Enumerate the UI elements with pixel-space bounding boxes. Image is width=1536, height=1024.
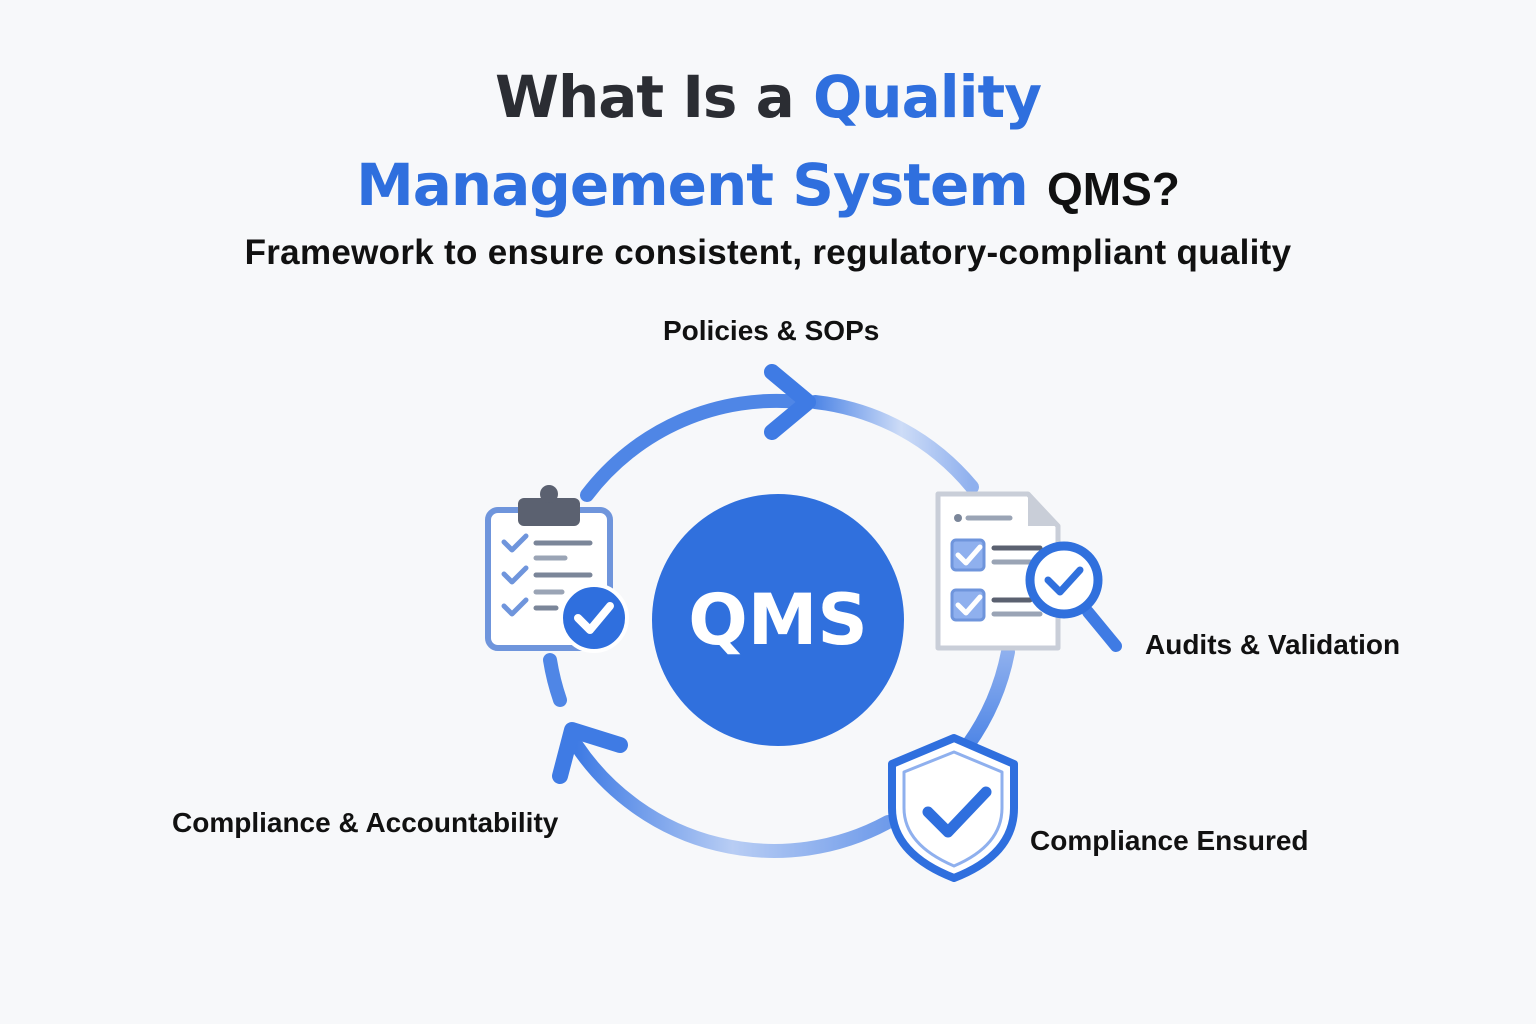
arrowhead-bottom-left <box>552 722 628 784</box>
title-quality: Quality <box>812 63 1042 131</box>
arrowhead-top <box>764 364 816 440</box>
title-management-system: Management System <box>356 151 1029 219</box>
title-line-2: Management System QMS? <box>0 150 1536 224</box>
node-label-audits: Audits & Validation <box>1145 629 1401 660</box>
shield-check-icon <box>888 734 1018 882</box>
ring-segment-right <box>961 645 1015 752</box>
qms-center-label: QMS <box>688 579 868 661</box>
cycle-arrow-icon <box>543 364 1015 858</box>
subtitle: Framework to ensure consistent, regulato… <box>244 233 1292 272</box>
ring-segment-top-left <box>580 393 807 502</box>
node-label-compliance-accountability: Compliance & Accountability <box>172 807 559 838</box>
title-what-is-a: What Is a <box>495 63 795 131</box>
clipboard-checklist-icon <box>485 485 629 653</box>
ring-segment-top-right <box>808 395 979 494</box>
title-line-1: What Is a Quality <box>0 62 1536 132</box>
ring-segment-bottom <box>570 739 895 858</box>
document-magnifier-icon <box>935 491 1122 652</box>
ring-segment-left <box>543 653 567 707</box>
title-qms-question: QMS? <box>1047 163 1180 215</box>
node-label-policies: Policies & SOPs <box>663 315 880 346</box>
node-label-compliance-ensured: Compliance Ensured <box>1030 825 1309 856</box>
qms-center-node: QMS <box>652 494 904 746</box>
